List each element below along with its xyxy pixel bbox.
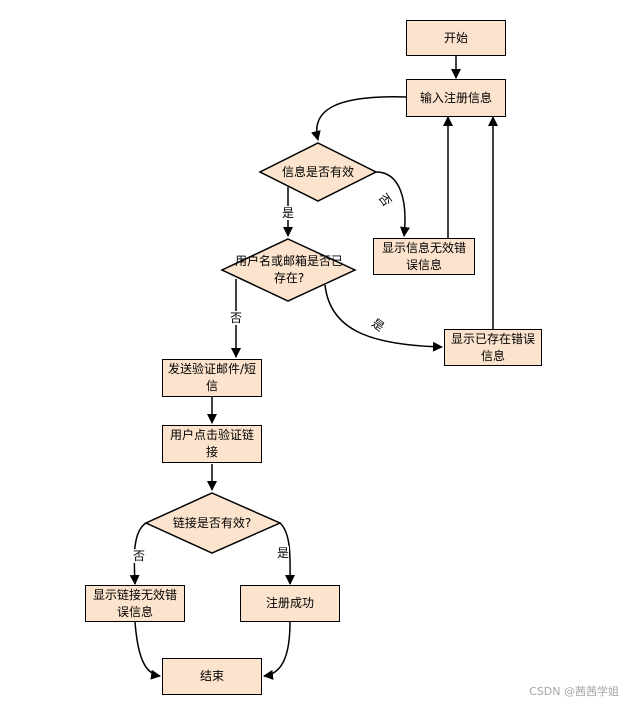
- edge-label-valid-yes: 是: [282, 206, 295, 220]
- edge-label-link-no: 否: [133, 549, 146, 563]
- watermark: CSDN @茜茜学姐: [529, 685, 619, 698]
- invalid-info-error-node: 显示信息无效错误信息: [373, 238, 475, 275]
- register-success-node: 注册成功: [240, 585, 340, 622]
- edge-success-to-end: [263, 621, 291, 680]
- edge-link-yes: [279, 522, 296, 585]
- input-info-node: 输入注册信息: [406, 79, 506, 117]
- end-node: 结束: [162, 658, 262, 695]
- edge-valid-no: [375, 171, 410, 237]
- invalid-link-error-node: 显示链接无效错误信息: [85, 585, 185, 622]
- valid-check-label: 信息是否有效: [281, 164, 354, 179]
- edge-label-exists-no: 否: [230, 311, 243, 325]
- link-valid-check-label: 链接是否有效?: [172, 515, 252, 530]
- edge-invalid-link-to-end: [134, 621, 161, 680]
- start-node: 开始: [406, 20, 506, 56]
- user-clicks-link-node: 用户点击验证链接: [162, 425, 262, 463]
- exists-error-node: 显示已存在错误信息: [444, 329, 542, 366]
- exists-check-diamond: [220, 238, 357, 302]
- edge-input-to-valid-check: [310, 96, 407, 141]
- send-verification-node: 发送验证邮件/短信: [162, 359, 262, 397]
- edge-exists-yes: [324, 284, 443, 352]
- exists-check-label: 用户名或邮箱是否已存在?: [234, 254, 343, 285]
- edge-link-no: [129, 522, 147, 585]
- edge-label-link-yes: 是: [277, 546, 290, 560]
- link-valid-check-diamond: [144, 492, 282, 554]
- valid-check-diamond: [258, 142, 378, 202]
